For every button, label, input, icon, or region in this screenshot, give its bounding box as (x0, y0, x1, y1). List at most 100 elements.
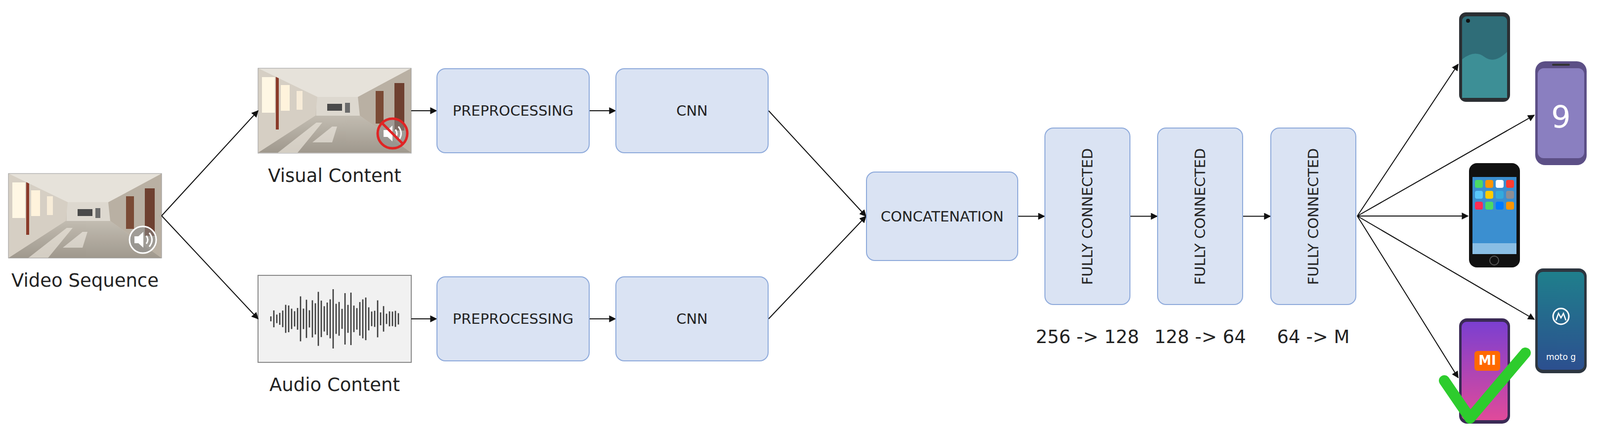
waveform-bar (374, 310, 376, 328)
waveform-bar (329, 299, 332, 339)
waveform-bar (344, 293, 346, 345)
layer-box: FULLY CONNECTED (1270, 127, 1357, 305)
visual-thumbnail (258, 68, 412, 154)
waveform-bar (356, 307, 358, 330)
drawing-part (258, 68, 412, 154)
caption: Visual Content (267, 165, 401, 187)
box-label: FULLY CONNECTED (1079, 147, 1096, 285)
drawing-part (1489, 256, 1499, 265)
waveform-bar (341, 308, 344, 329)
waveform-bar (391, 311, 394, 326)
dimension-label: 256 -> 128 (1035, 326, 1139, 348)
waveform-bar (291, 308, 293, 329)
audio-thumbnail (258, 275, 412, 363)
waveform-bar (394, 310, 397, 327)
process-box: PREPROCESSING (436, 68, 590, 154)
waveform-bar (359, 302, 361, 336)
phone-icon (1459, 12, 1511, 102)
drawing-part (1472, 176, 1517, 255)
arrow-connector (589, 110, 616, 112)
waveform-bar (353, 305, 355, 333)
arrow-connector (161, 216, 259, 320)
check-mark (1444, 352, 1526, 419)
waveform-bar (314, 302, 317, 335)
media-node: Video Sequence (8, 173, 162, 259)
drawing-part (1552, 63, 1570, 66)
box-label: FULLY CONNECTED (1304, 147, 1322, 285)
media-node: Visual Content (258, 68, 412, 154)
waveform-bar (335, 303, 338, 335)
box-label: CNN (676, 102, 708, 120)
layer-box: FULLY CONNECTED (1044, 127, 1131, 305)
drawing-part (1535, 61, 1587, 166)
waveform-bar (389, 311, 391, 327)
box-label: PREPROCESSING (452, 102, 574, 120)
waveform-bar (368, 307, 370, 331)
box-label: CNN (676, 310, 708, 328)
drawing-part (382, 123, 403, 144)
drawing-part (1535, 268, 1587, 374)
drawing-part (129, 226, 157, 254)
waveform-bar (300, 296, 302, 342)
waveform-bar (279, 312, 281, 325)
waveform-bar (323, 305, 326, 332)
dimension-label: 64 -> M (1277, 326, 1350, 348)
arrow-connector (411, 318, 437, 320)
drawing-part (1506, 201, 1514, 210)
arrow-connector (589, 318, 616, 320)
drawing-part (1459, 12, 1511, 102)
caption: Video Sequence (11, 269, 159, 292)
box-label: CONCATENATION (880, 208, 1004, 225)
video-thumbnail (8, 173, 162, 259)
waveform-bar (397, 313, 400, 325)
waveform-bar (362, 299, 364, 339)
waveform-bar (285, 304, 287, 334)
waveform-bar (276, 314, 278, 323)
drawing-part (1495, 201, 1504, 210)
waveform-bar (383, 305, 385, 332)
drawing-part (1495, 179, 1504, 188)
drawing-part (134, 231, 144, 248)
waveform-bar (350, 292, 352, 346)
phone-brand-text: MI (1478, 352, 1497, 368)
waveform-bar (317, 291, 320, 346)
waveform-bar (386, 313, 388, 325)
drawing-part (1469, 163, 1520, 268)
drawing-part (1537, 271, 1585, 370)
drawing-part (1472, 243, 1517, 255)
phone-icon (1535, 61, 1587, 166)
box-label: PREPROCESSING (452, 310, 574, 328)
drawing-part (1556, 313, 1566, 321)
caption: Audio Content (269, 374, 400, 396)
phone-brand-text: moto g (1546, 351, 1576, 362)
waveform-bar (377, 300, 379, 338)
waveform-bar (380, 312, 382, 326)
arrow-connector (161, 110, 259, 217)
waveform-bar (365, 297, 367, 341)
drawing-part (1462, 51, 1508, 98)
drawing-part (1462, 16, 1508, 98)
drawing-part (1485, 179, 1494, 188)
drawing-part (1506, 179, 1514, 188)
drawing-part (1357, 64, 1459, 217)
arrow-connector (1243, 216, 1271, 217)
waveform-bar (371, 311, 373, 327)
waveform-bar (320, 300, 323, 338)
waveform-bar (326, 302, 329, 336)
drawing-part (146, 235, 148, 244)
waveform-bar (338, 302, 341, 336)
arrow-connector (768, 216, 866, 320)
drawing-part (258, 68, 412, 153)
process-box: CNN (615, 276, 769, 362)
drawing-part (1357, 215, 1469, 217)
drawing-part (8, 173, 162, 259)
drawing-part (1474, 179, 1483, 188)
waveform-bar (332, 289, 335, 349)
waveform-bar (308, 310, 311, 328)
arrow-connector (1130, 216, 1158, 217)
dimension-label: 128 -> 64 (1154, 326, 1247, 348)
drawing-part (1474, 190, 1483, 199)
drawing-part (8, 173, 162, 259)
process-box: CONCATENATION (865, 171, 1019, 261)
